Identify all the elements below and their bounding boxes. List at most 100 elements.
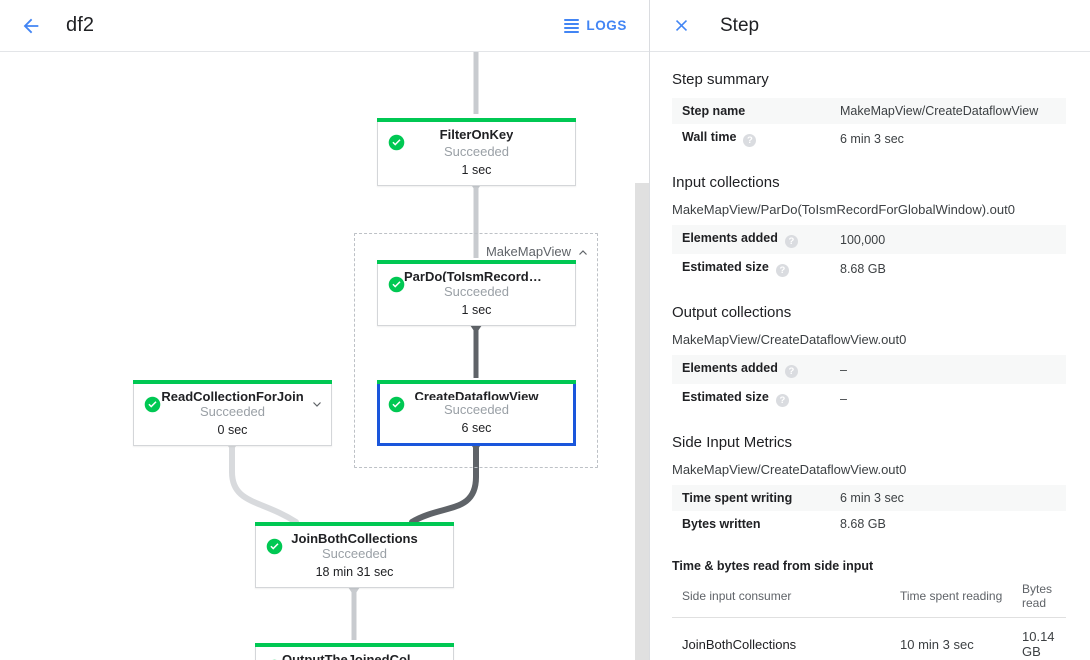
success-check-icon — [266, 538, 283, 555]
row-value: MakeMapView/CreateDataflowView — [840, 104, 1039, 118]
graph-node-join-both-collections[interactable]: JoinBothCollections Succeeded 18 min 31 … — [255, 522, 454, 588]
scrollbar-thumb[interactable] — [635, 183, 649, 660]
table-row[interactable]: JoinBothCollections 10 min 3 sec 10.14 G… — [672, 617, 1066, 660]
arrow-back-icon[interactable] — [14, 9, 48, 43]
row-key: Estimated size? — [672, 254, 840, 283]
node-status-bar — [377, 118, 576, 122]
graph-node-read-collection-for-join[interactable]: ReadCollectionForJoin Succeeded 0 sec — [133, 380, 332, 446]
node-status: Succeeded — [443, 144, 510, 159]
step-details-panel: Step Step summary Step name MakeMapView/… — [650, 0, 1090, 660]
success-check-icon — [144, 396, 161, 413]
output-collections-heading: Output collections — [672, 304, 792, 321]
node-duration: 1 sec — [461, 303, 492, 317]
row-key-label: Time spent writing — [682, 491, 793, 505]
row-value: – — [840, 362, 847, 377]
input-collection-name: MakeMapView/ParDo(ToIsmRecordForGlobalWi… — [672, 202, 1015, 217]
row-value: – — [840, 391, 847, 406]
node-status-bar — [255, 522, 454, 526]
graph-node-create-dataflow-view[interactable]: CreateDataflowView Succeeded 6 sec — [377, 380, 576, 446]
composite-label: MakeMapView — [485, 244, 571, 259]
success-check-icon — [388, 276, 405, 293]
side-input-read-title: Time & bytes read from side input — [672, 559, 874, 573]
output-collection-name: MakeMapView/CreateDataflowView.out0 — [672, 332, 907, 347]
graph-node-output-the-joined-collection[interactable]: OutputTheJoinedCollec… Succeeded 18 sec — [255, 643, 454, 660]
row-key-label: Elements added — [682, 231, 778, 245]
logs-button[interactable]: LOGS — [556, 12, 635, 39]
help-icon[interactable]: ? — [743, 134, 757, 147]
row-key: Elements added? — [672, 355, 840, 384]
node-status: Succeeded — [321, 546, 388, 561]
side-input-collection-name: MakeMapView/CreateDataflowView.out0 — [672, 462, 907, 477]
logs-list-icon — [564, 18, 580, 33]
row-value: 6 min 3 sec — [840, 131, 904, 146]
cell-bytes-read: 10.14 GB — [1012, 617, 1066, 660]
table-row: Step name MakeMapView/CreateDataflowView — [672, 98, 1066, 124]
node-status: Succeeded — [443, 402, 510, 417]
node-status: Succeeded — [443, 284, 510, 299]
row-value: 100,000 — [840, 232, 886, 247]
node-title: CreateDataflowView — [414, 389, 539, 400]
cell-time-spent-reading: 10 min 3 sec — [890, 617, 1012, 660]
graph-node-pardo-to-ism-record[interactable]: ParDo(ToIsmRecordFor… Succeeded 1 sec — [377, 260, 576, 326]
side-input-read-table: Side input consumer Time spent reading B… — [672, 575, 1066, 660]
graph-node-filter-on-key[interactable]: FilterOnKey Succeeded 1 sec — [377, 118, 576, 186]
job-graph-pane: df2 LOGS — [0, 0, 650, 660]
node-title: ReadCollectionForJoin — [161, 389, 304, 402]
close-icon[interactable] — [666, 11, 696, 41]
column-header-bytes-read[interactable]: Bytes read — [1012, 575, 1066, 618]
input-collections-heading: Input collections — [672, 174, 780, 191]
node-status-bar — [377, 380, 576, 384]
help-icon[interactable]: ? — [784, 365, 798, 378]
step-summary-heading: Step summary — [672, 71, 769, 88]
node-status-bar — [377, 260, 576, 264]
table-row: Elements added? 100,000 — [672, 225, 1066, 254]
column-header-time-spent-reading[interactable]: Time spent reading — [890, 575, 1012, 618]
panel-body: Step summary Step name MakeMapView/Creat… — [650, 52, 1090, 660]
row-key-label: Wall time — [682, 130, 737, 144]
column-header-side-input-consumer[interactable]: Side input consumer — [672, 575, 890, 618]
table-row: Time spent writing 6 min 3 sec — [672, 485, 1066, 511]
node-title: OutputTheJoinedCollec… — [282, 652, 427, 660]
node-duration: 1 sec — [461, 163, 492, 177]
row-key-label: Estimated size — [682, 260, 769, 274]
row-value: 6 min 3 sec — [840, 491, 904, 505]
node-duration: 18 min 31 sec — [315, 565, 394, 579]
row-key-label: Estimated size — [682, 390, 769, 404]
row-key-label: Step name — [682, 104, 746, 118]
success-check-icon — [388, 396, 405, 413]
page-title: df2 — [66, 14, 95, 36]
node-title: ParDo(ToIsmRecordFor… — [404, 269, 549, 282]
composite-makemapview[interactable]: MakeMapView — [354, 233, 598, 468]
help-icon[interactable]: ? — [784, 235, 798, 248]
side-input-metrics-heading: Side Input Metrics — [672, 434, 793, 451]
graph-vertical-scrollbar[interactable] — [635, 52, 649, 660]
help-icon[interactable]: ? — [775, 264, 789, 277]
node-duration: 6 sec — [461, 421, 492, 435]
job-graph-canvas[interactable]: MakeMapView FilterOnKey Succeeded 1 sec — [0, 52, 649, 660]
row-key: Time spent writing — [672, 485, 840, 511]
table-row: Bytes written 8.68 GB — [672, 511, 1066, 537]
row-key: Bytes written — [672, 511, 840, 537]
top-toolbar: df2 LOGS — [0, 0, 649, 52]
table-row: Estimated size? – — [672, 384, 1066, 413]
table-header-row: Side input consumer Time spent reading B… — [672, 575, 1066, 618]
output-collections-table: Elements added? – Estimated size? – — [672, 355, 1066, 413]
panel-title: Step — [720, 14, 760, 36]
panel-header: Step — [650, 0, 1090, 52]
help-icon[interactable]: ? — [775, 394, 789, 407]
row-value: 8.68 GB — [840, 261, 886, 276]
chevron-down-icon[interactable] — [311, 397, 323, 409]
logs-button-label: LOGS — [586, 18, 627, 33]
row-key: Wall time? — [672, 124, 840, 153]
node-duration: 0 sec — [217, 423, 248, 437]
node-status: Succeeded — [199, 404, 266, 419]
node-status-bar — [133, 380, 332, 384]
success-check-icon — [388, 134, 405, 151]
chevron-up-icon[interactable] — [577, 246, 589, 258]
table-row: Wall time? 6 min 3 sec — [672, 124, 1066, 153]
row-key: Step name — [672, 98, 840, 124]
row-key: Elements added? — [672, 225, 840, 254]
step-summary-table: Step name MakeMapView/CreateDataflowView… — [672, 98, 1066, 153]
row-key-label: Bytes written — [682, 517, 761, 531]
table-row: Elements added? – — [672, 355, 1066, 384]
